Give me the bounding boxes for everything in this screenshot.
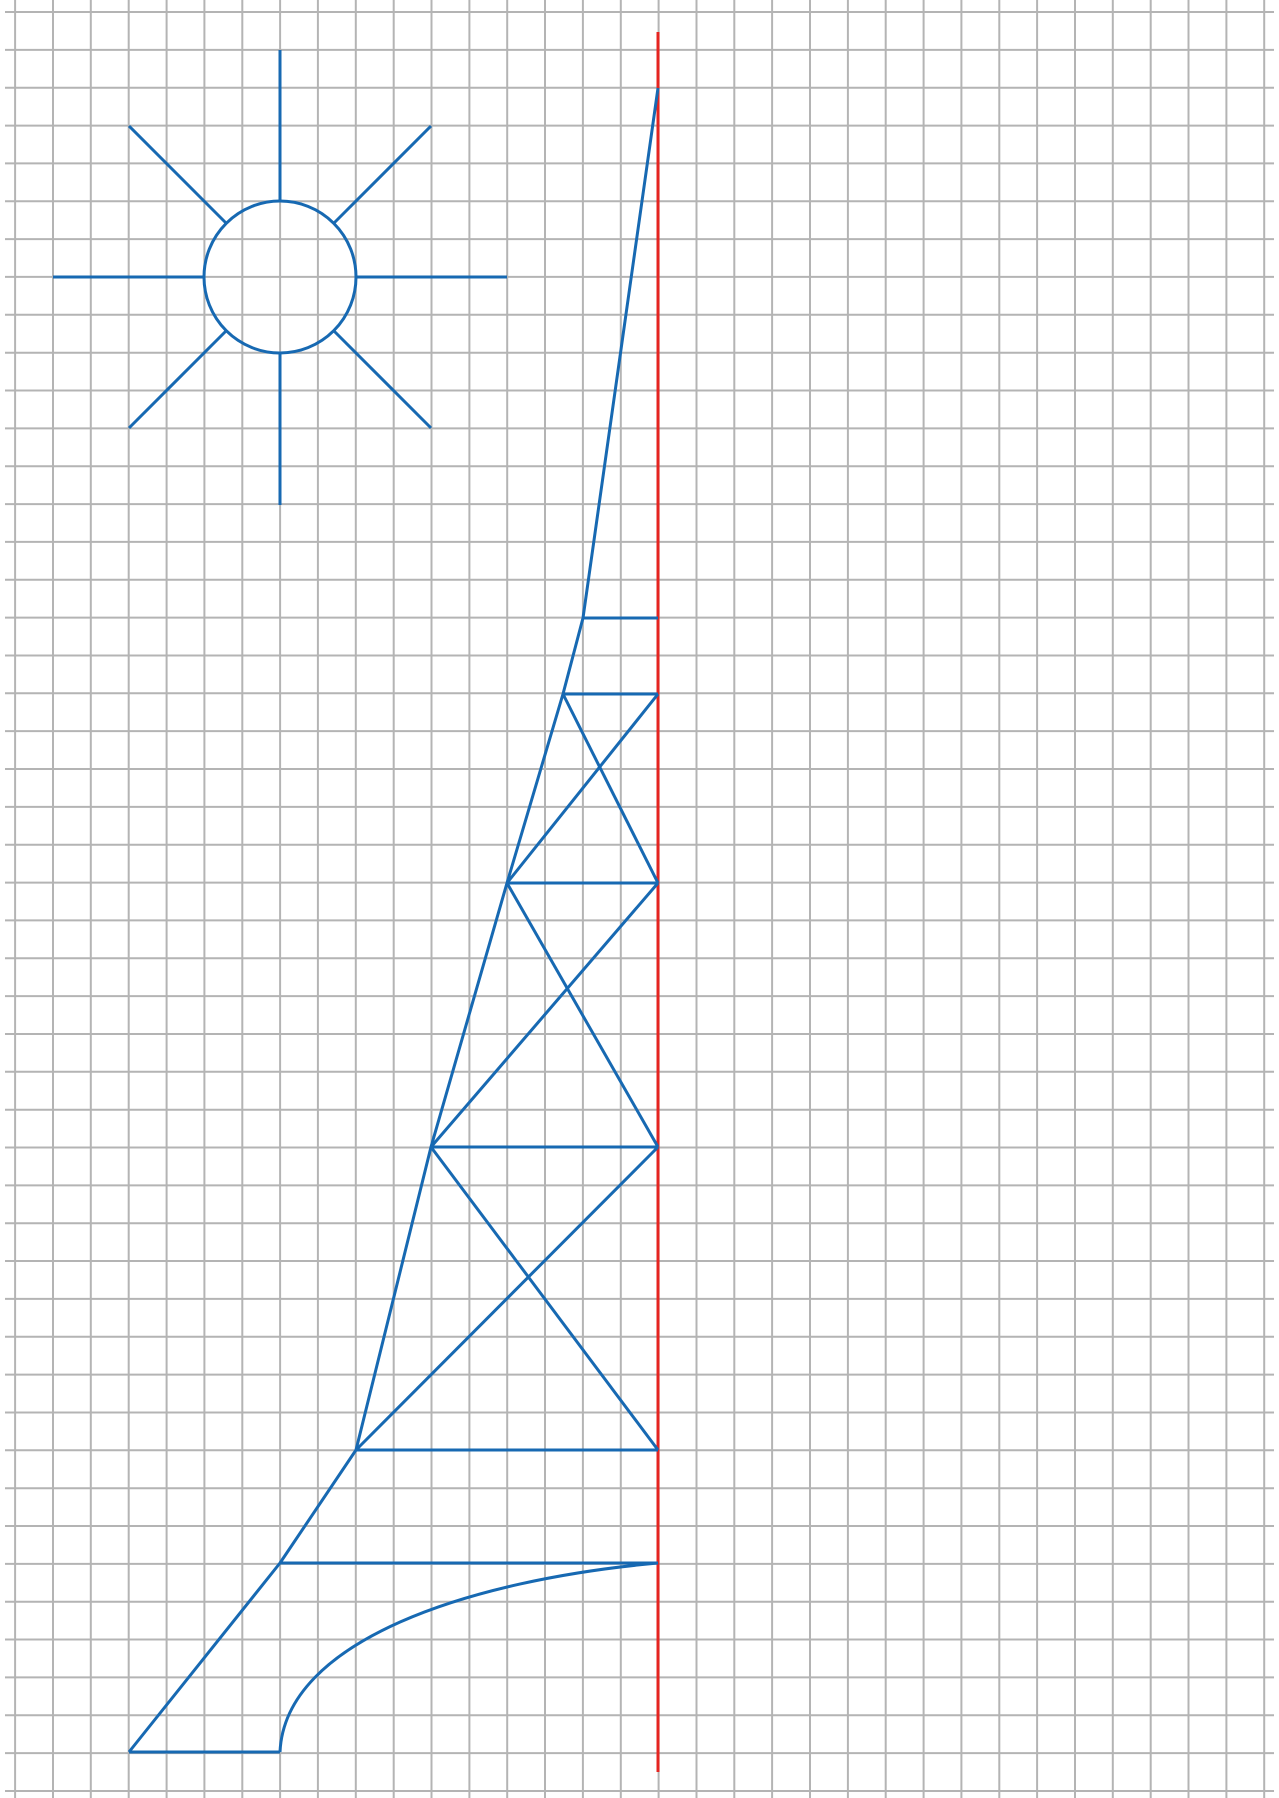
paper-background xyxy=(0,0,1279,1798)
grid-paper-drawing xyxy=(0,0,1279,1798)
